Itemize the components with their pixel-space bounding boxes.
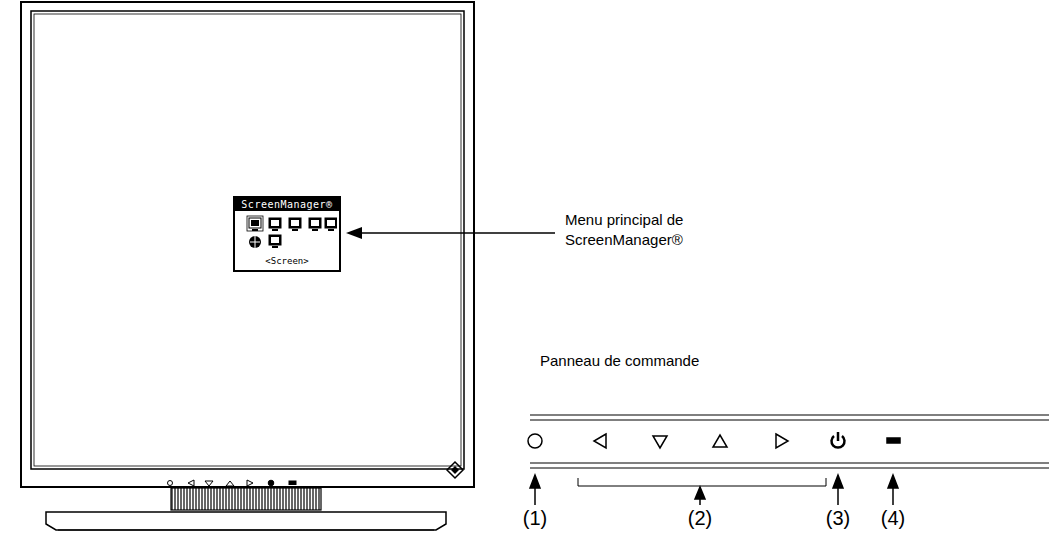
callout-arrows	[530, 475, 898, 505]
front-buttons	[168, 480, 297, 486]
screen-frame	[31, 11, 464, 469]
callout-number: (4)	[881, 507, 905, 530]
control-panel	[530, 415, 1049, 468]
callout-number: (1)	[523, 507, 547, 530]
leader-arrow	[346, 227, 555, 239]
panel-buttons	[528, 432, 900, 448]
menu-title: ScreenManager®	[235, 198, 339, 211]
screen-area	[34, 14, 461, 466]
menu-label: Menu principal de ScreenManager®	[565, 210, 735, 251]
logo-mark	[447, 462, 463, 478]
panel-label: Panneau de commande	[540, 352, 699, 369]
menu-icons	[237, 214, 337, 254]
monitor-bezel	[21, 2, 474, 487]
osd-menu: ScreenManager® <Screen>	[233, 196, 341, 272]
callout-number: (3)	[826, 507, 850, 530]
callout-number: (2)	[688, 507, 712, 530]
monitor-stand	[46, 488, 446, 530]
menu-item-name: <Screen>	[235, 254, 339, 270]
bracket	[578, 478, 826, 486]
